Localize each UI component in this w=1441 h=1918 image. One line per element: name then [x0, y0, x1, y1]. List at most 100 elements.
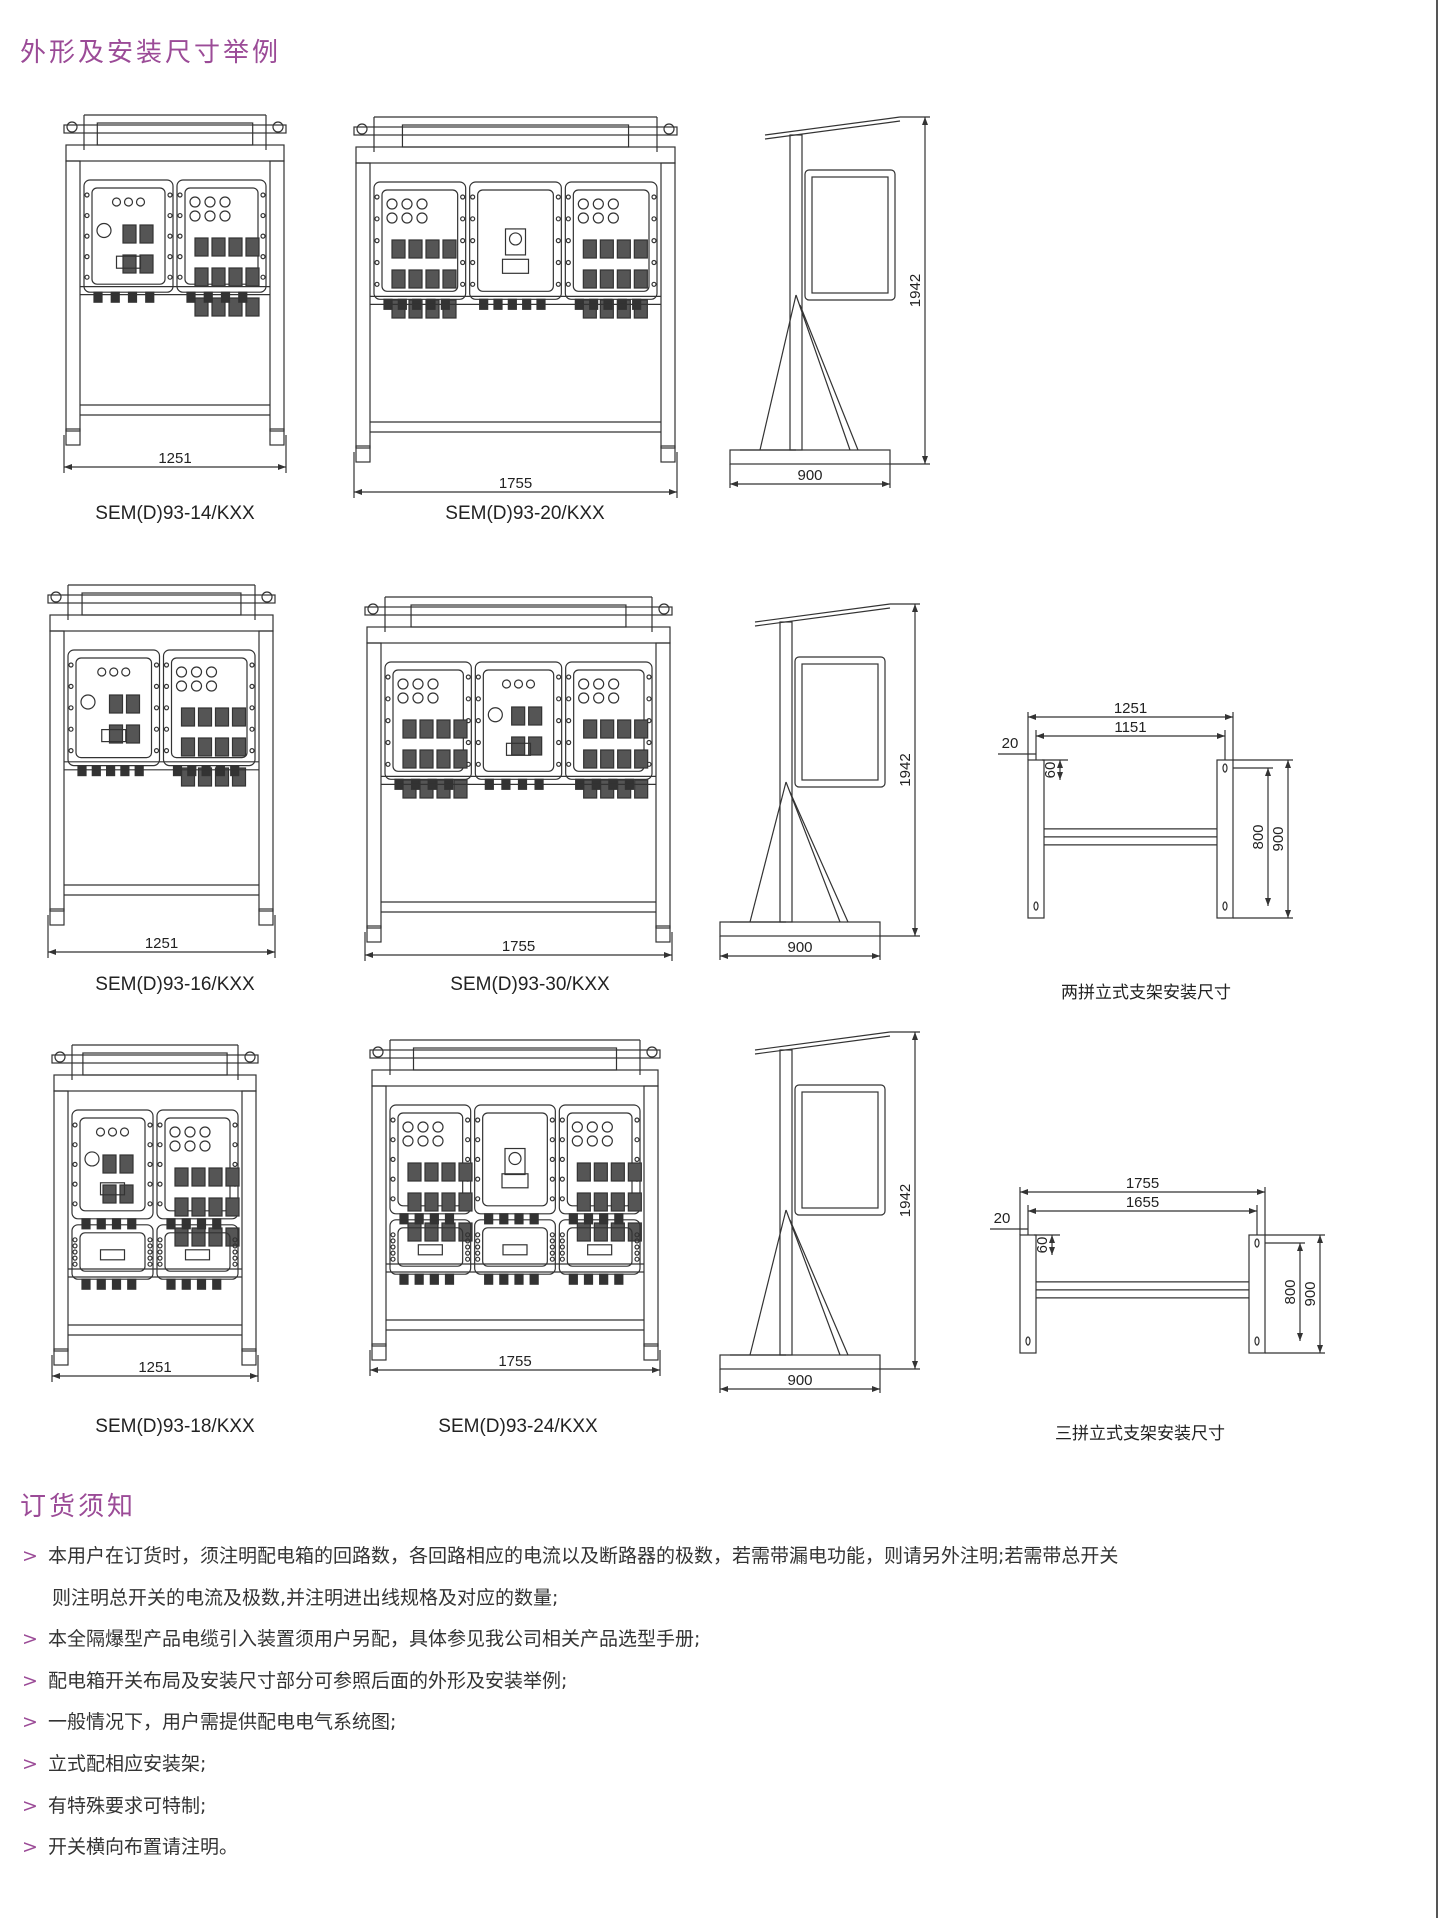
bolt [559, 1117, 565, 1123]
outline [353, 126, 678, 136]
outline [408, 269, 423, 289]
canopy [764, 116, 901, 136]
cabinet-front-view: 1251 [47, 584, 276, 958]
outline [794, 656, 886, 788]
mounting-hole-icon [1222, 763, 1228, 773]
outline [583, 1213, 594, 1225]
lifting-eye-icon [356, 123, 368, 135]
indicator-lamp-icon [578, 692, 590, 704]
outline [429, 1213, 439, 1225]
bolt [147, 1255, 153, 1261]
chevron-right-icon: > [22, 1545, 38, 1567]
bolt [177, 192, 183, 198]
outline [194, 267, 209, 287]
outline [633, 239, 648, 259]
outline [122, 224, 137, 244]
bolt [147, 1122, 153, 1128]
line-mark [749, 781, 787, 923]
bolt [634, 1238, 640, 1244]
outline [582, 269, 597, 289]
bolt [559, 1238, 565, 1244]
chevron-right-icon: > [22, 1836, 38, 1859]
bolt [549, 1156, 555, 1163]
outline [180, 707, 196, 727]
outline [789, 134, 803, 451]
line-mark [785, 781, 841, 923]
bolt [475, 1176, 481, 1182]
bolt [559, 1244, 565, 1250]
ordering-notes: >本用户在订货时，须注明配电箱的回路数，各回路相应的电流以及断路器的极数，若需带… [22, 1536, 1402, 1869]
bolt [559, 1232, 565, 1238]
outline [499, 1213, 509, 1225]
bolt [177, 233, 183, 239]
outline [407, 1162, 422, 1182]
bolt [68, 683, 74, 690]
rotary-switch-icon [508, 232, 523, 246]
outline [355, 146, 676, 164]
bracket-caption: 三拼立式支架安装尺寸 [1055, 1424, 1225, 1444]
outline [425, 239, 440, 259]
indicator-lamp-icon [135, 197, 146, 207]
outline [238, 291, 248, 303]
outline [504, 1147, 526, 1176]
outline [633, 269, 648, 289]
line-mark [789, 791, 849, 923]
bolt [260, 254, 266, 260]
bolt [232, 1249, 238, 1255]
bolt [232, 1161, 238, 1168]
bolt [634, 1137, 640, 1143]
dimension-label: 60 [1042, 762, 1059, 779]
bolt [475, 1232, 481, 1238]
outline [197, 737, 213, 757]
outline [474, 1104, 556, 1215]
outline [655, 642, 671, 929]
outline [453, 749, 468, 769]
bolt [460, 281, 466, 287]
indicator-lamp-icon [586, 1135, 598, 1147]
outline [484, 1213, 494, 1225]
outline [51, 1054, 259, 1064]
bolt [249, 662, 255, 668]
outline [407, 1222, 422, 1242]
bolt [260, 192, 266, 198]
outline [660, 162, 676, 449]
bolt [549, 1232, 555, 1238]
bolt [549, 1137, 555, 1143]
outline [424, 1192, 439, 1212]
bolt [84, 192, 90, 198]
bolt [559, 1256, 565, 1262]
bolt [565, 281, 571, 287]
bolt [651, 259, 657, 266]
outline [593, 1162, 608, 1182]
outline [482, 669, 555, 772]
bolt [651, 238, 657, 244]
bolt [385, 674, 391, 680]
outline [258, 908, 274, 926]
outline [593, 1222, 608, 1242]
outline [634, 749, 649, 769]
outline [196, 1218, 207, 1230]
line-mark [785, 1209, 841, 1356]
bolt [249, 705, 255, 711]
dimension-label: 1251 [138, 1359, 171, 1376]
bolt [475, 1117, 481, 1123]
outline [453, 779, 468, 799]
outline [453, 719, 468, 739]
outline [402, 749, 417, 769]
bolt [566, 761, 572, 767]
indicator-lamp-icon [417, 1135, 429, 1147]
bolt [470, 194, 476, 200]
bolt [147, 1142, 153, 1148]
outline [511, 706, 526, 726]
mounting-hole-icon [1222, 901, 1228, 911]
dimension-label: 1655 [1126, 1194, 1159, 1211]
outline [366, 642, 382, 929]
dimension-label: 60 [1034, 1237, 1051, 1254]
outline [225, 1167, 240, 1187]
bolt [163, 726, 170, 732]
outline [194, 237, 209, 257]
cabinet-front-view: 1251 [51, 1044, 259, 1382]
bolt [634, 1232, 640, 1238]
outline [410, 604, 627, 628]
